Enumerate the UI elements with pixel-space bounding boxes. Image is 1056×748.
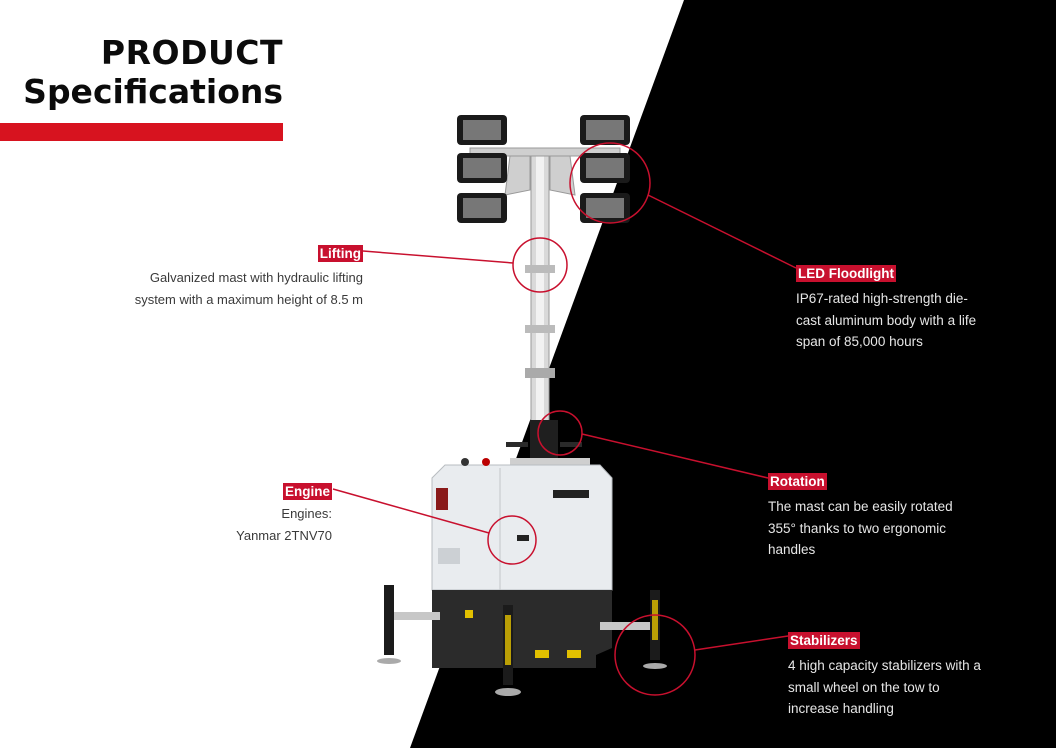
- page-title: PRODUCT Specifications: [23, 33, 283, 112]
- callout-circle-stabilizers: [614, 614, 696, 696]
- leader-line-lifting: [362, 250, 514, 264]
- mast-collar: [525, 265, 555, 273]
- chassis-base: [432, 590, 612, 668]
- callout-label: Stabilizers: [788, 632, 860, 649]
- rotation-handle-left: [506, 442, 528, 447]
- vent-grille: [438, 548, 460, 564]
- stabilizer-foot: [643, 663, 667, 669]
- callout-stabilizers: Stabilizers 4 high capacity stabilizers …: [788, 630, 988, 720]
- title-accent-bar: [0, 123, 283, 141]
- housing-button: [482, 458, 490, 466]
- floodlight-right-top: [580, 115, 630, 145]
- callout-rotation: Rotation The mast can be easily rotated …: [768, 471, 968, 561]
- callout-led-floodlight: LED Floodlight IP67-rated high-strength …: [796, 263, 986, 353]
- callout-description: The mast can be easily rotated 355° than…: [768, 499, 953, 557]
- generator-housing: [431, 464, 613, 591]
- hazard-stripes: [652, 600, 658, 640]
- callout-lifting: Lifting Galvanized mast with hydraulic l…: [133, 243, 363, 311]
- callout-circle-rotation: [537, 410, 583, 456]
- stabilizer-arm-left: [392, 612, 440, 620]
- floodlight-left-bottom: [457, 193, 507, 223]
- callout-label: Lifting: [317, 245, 363, 262]
- leader-line-engine: [332, 488, 490, 534]
- callout-description: Galvanized mast with hydraulic lifting s…: [134, 270, 363, 307]
- stabilizer-leg-left: [384, 585, 394, 655]
- callout-label: Engine: [282, 483, 332, 500]
- callout-engine: Engine Engines: Yanmar 2TNV70: [182, 481, 332, 547]
- title-line-1: PRODUCT: [100, 33, 283, 72]
- callout-description-line2: Yanmar 2TNV70: [236, 528, 332, 543]
- housing-knob: [461, 458, 469, 466]
- warning-sticker: [535, 650, 549, 658]
- hazard-stripes: [505, 615, 511, 665]
- title-line-2: Specifications: [23, 71, 283, 111]
- brand-badge: [553, 490, 589, 498]
- callout-label: Rotation: [768, 473, 827, 490]
- stabilizer-foot: [377, 658, 401, 664]
- floodlight-left-top: [457, 115, 507, 145]
- floodlight-right-mid: [580, 153, 630, 183]
- turntable: [510, 458, 590, 466]
- light-tower-illustration: [377, 115, 667, 696]
- door-handle: [517, 535, 529, 541]
- brand-logo-plate: [436, 488, 448, 510]
- callout-description: IP67-rated high-strength die-cast alumin…: [796, 291, 977, 349]
- callout-description: 4 high capacity stabilizers with a small…: [788, 658, 981, 716]
- callout-circle-led: [569, 142, 651, 224]
- warning-sticker: [567, 650, 581, 658]
- mast-highlight: [536, 150, 544, 430]
- leader-line-led: [647, 194, 797, 269]
- stabilizer-arm-right: [600, 622, 650, 630]
- warning-sticker: [465, 610, 473, 618]
- rotation-handle-right: [560, 442, 582, 447]
- callout-circle-engine: [487, 515, 537, 565]
- callout-description-line1: Engines:: [281, 506, 332, 521]
- callout-circle-lifting: [512, 237, 568, 293]
- leader-line-stabilizers: [694, 635, 789, 651]
- leader-line-rotation: [581, 433, 769, 479]
- floodlight-right-bottom: [580, 193, 630, 223]
- floodlight-left-mid: [457, 153, 507, 183]
- mast-collar: [525, 368, 555, 378]
- mast-collar: [525, 325, 555, 333]
- light-arm: [504, 155, 531, 196]
- stabilizer-foot: [495, 688, 521, 696]
- callout-label: LED Floodlight: [796, 265, 896, 282]
- light-crossbar: [469, 147, 621, 157]
- light-arm: [549, 155, 576, 196]
